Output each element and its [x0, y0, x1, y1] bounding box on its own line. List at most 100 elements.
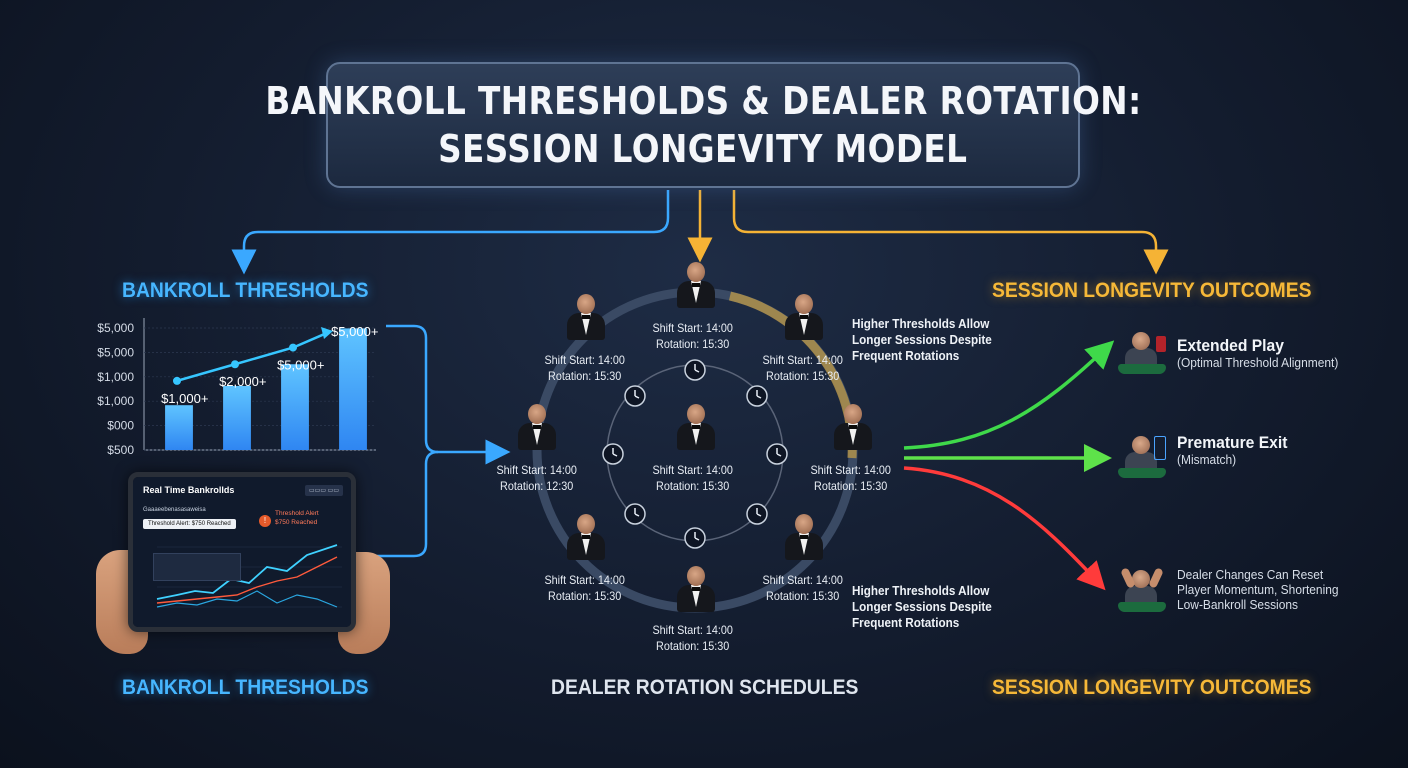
title-to-outcomes-connector — [732, 190, 1169, 275]
section-title-bankroll-top: BANKROLL THRESHOLDS — [122, 279, 369, 302]
dealer-portrait-top — [677, 262, 715, 308]
dealer-portrait-bottom — [677, 566, 715, 612]
tablet-title: Real Time Bankrollds — [143, 485, 235, 495]
clock-icon — [624, 503, 646, 525]
dealer-top-left-shift: Shift Start: 14:00 — [544, 353, 625, 367]
note-lower-line1: Higher Thresholds Allow — [852, 583, 990, 598]
bar-label: $5,000+ — [331, 324, 378, 339]
tablet-line-secondary — [156, 556, 338, 604]
outcome-extended-subtitle: (Optimal Threshold Alignment) — [1177, 355, 1339, 370]
dealer-bottom-rotation: Rotation: 15:30 — [656, 639, 730, 653]
trend-arrow-head — [321, 326, 333, 339]
y-tick-label: $5,000 — [97, 321, 134, 335]
clock-icon — [766, 443, 788, 465]
dealer-schedule-top: Shift Start: 14:00 Rotation: 15:30 — [652, 320, 732, 352]
clock-icon — [684, 359, 706, 381]
clock-icon — [746, 385, 768, 407]
section-title-bankroll-bottom: BANKROLL THRESHOLDS — [122, 676, 369, 699]
tablet-line-primary — [156, 544, 338, 600]
dealer-schedule-bottom-left: Shift Start: 14:00 Rotation: 15:30 — [544, 572, 624, 604]
chart-to-ring-connector — [386, 324, 511, 465]
dealer-bottom-left-shift: Shift Start: 14:00 — [544, 573, 625, 587]
bar-label: $2,000+ — [219, 374, 266, 389]
dealer-schedule-bottom: Shift Start: 14:00 Rotation: 15:30 — [652, 622, 732, 654]
bar-label: $1,000+ — [161, 391, 208, 406]
dealer-top-right-rotation: Rotation: 15:30 — [766, 369, 840, 383]
dealer-bottom-shift: Shift Start: 14:00 — [652, 623, 733, 637]
outcome-reset-line3: Low-Bankroll Sessions — [1177, 597, 1298, 612]
note-lower-line3: Frequent Rotations — [852, 615, 960, 630]
tablet-to-ring-connector — [372, 450, 439, 558]
dealer-right-rotation: Rotation: 15:30 — [814, 479, 888, 493]
bankroll-bar-chart: $5,000 $5,000 $1,000 $1,000 $000 $500 $1,000+… — [97, 318, 378, 457]
tablet-threshold-pill: Threshold Alert: $750 Reached — [143, 519, 236, 529]
tablet-mini-panel — [153, 553, 241, 581]
clock-icon — [684, 527, 706, 549]
bar-label: $5,000+ — [277, 358, 324, 373]
dealer-bottom-right-rotation: Rotation: 15:30 — [766, 589, 840, 603]
trend-point — [231, 360, 239, 369]
dealer-top-shift: Shift Start: 14:00 — [652, 321, 733, 335]
dealer-schedule-top-right: Shift Start: 14:00 Rotation: 15:30 — [762, 352, 842, 384]
dealer-bottom-right-shift: Shift Start: 14:00 — [762, 573, 843, 587]
clock-icon — [602, 443, 624, 465]
title-line-1: BANKROLL THRESHOLDS & DEALER ROTATION: — [264, 79, 1142, 123]
tablet-dashboard: Real Time Bankrollds ▭▭▭ ▭▭ Gaaaeebenasa… — [128, 472, 356, 632]
note-lower-line2: Longer Sessions Despite — [852, 599, 992, 614]
dealer-right-shift: Shift Start: 14:00 — [810, 463, 891, 477]
outcome-reset-text: Dealer Changes Can Reset Player Momentum… — [1177, 567, 1339, 612]
y-tick-label: $000 — [107, 419, 134, 433]
trend-arrow-line — [292, 331, 328, 349]
clock-icon — [624, 385, 646, 407]
dealer-bottom-left-rotation: Rotation: 15:30 — [548, 589, 622, 603]
dealer-portrait-bottom-left — [567, 514, 605, 560]
dealer-portrait-bottom-right — [785, 514, 823, 560]
dealer-top-rotation: Rotation: 15:30 — [656, 337, 730, 351]
arrow-reset — [903, 466, 1106, 591]
tablet-toolbar[interactable]: ▭▭▭ ▭▭ — [304, 485, 343, 496]
dealer-schedule-bottom-right: Shift Start: 14:00 Rotation: 15:30 — [762, 572, 842, 604]
tablet-screen: Real Time Bankrollds ▭▭▭ ▭▭ Gaaaeebenasa… — [133, 477, 351, 627]
dealer-top-left-rotation: Rotation: 15:30 — [548, 369, 622, 383]
tablet-alert-text: Threshold Alert $750 Reached — [275, 509, 319, 527]
alert-icon: ! — [259, 515, 271, 527]
player-avatar-frustrated — [1116, 566, 1168, 612]
note-lower: Higher Thresholds Allow Longer Sessions … — [852, 583, 992, 631]
dealer-schedule-top-left: Shift Start: 14:00 Rotation: 15:30 — [544, 352, 624, 384]
dealer-top-right-shift: Shift Start: 14:00 — [762, 353, 843, 367]
outcome-extended-title: Extended Play — [1177, 336, 1284, 355]
dealer-portrait-top-right — [785, 294, 823, 340]
y-tick-label: $5,000 — [97, 345, 134, 359]
player-avatar-extended — [1116, 328, 1168, 374]
dealer-portrait-left — [518, 404, 556, 450]
player-avatar-premature — [1116, 432, 1168, 478]
dealer-center-rotation: Rotation: 15:30 — [656, 479, 730, 493]
section-title-outcomes-top: SESSION LONGEVITY OUTCOMES — [992, 279, 1312, 302]
note-upper-line3: Frequent Rotations — [852, 348, 960, 363]
tablet-alert-line2: $750 Reached — [275, 519, 318, 526]
dealer-portrait-center — [677, 404, 715, 450]
y-tick-label: $1,000 — [97, 370, 134, 384]
dealer-portrait-top-left — [567, 294, 605, 340]
section-title-rotation-bottom: DEALER ROTATION SCHEDULES — [551, 676, 859, 699]
outcome-reset-line2: Player Momentum, Shortening — [1177, 582, 1339, 597]
tablet-line-graph — [156, 544, 342, 608]
dealer-left-shift: Shift Start: 14:00 — [496, 463, 577, 477]
dealer-schedule-left: Shift Start: 14:00 Rotation: 12:30 — [496, 462, 576, 494]
title-to-bankroll-connector — [231, 190, 670, 275]
bar — [165, 405, 193, 450]
dealer-center-shift: Shift Start: 14:00 — [652, 463, 733, 477]
clock-icon — [746, 503, 768, 525]
arrow-extended-play — [903, 340, 1115, 450]
dealer-schedule-right: Shift Start: 14:00 Rotation: 15:30 — [810, 462, 890, 494]
bar — [339, 328, 367, 450]
bar — [281, 364, 309, 450]
title-line-2: SESSION LONGEVITY MODEL — [438, 127, 968, 171]
bar — [223, 386, 251, 450]
title-banner: BANKROLL THRESHOLDS & DEALER ROTATION: S… — [265, 62, 1141, 188]
dealer-left-rotation: Rotation: 12:30 — [500, 479, 574, 493]
trend-point — [173, 376, 181, 385]
y-tick-label: $500 — [107, 443, 134, 457]
y-tick-label: $1,000 — [97, 394, 134, 408]
tablet-subtitle: Gaaaeebenasasaweisa — [143, 507, 206, 513]
